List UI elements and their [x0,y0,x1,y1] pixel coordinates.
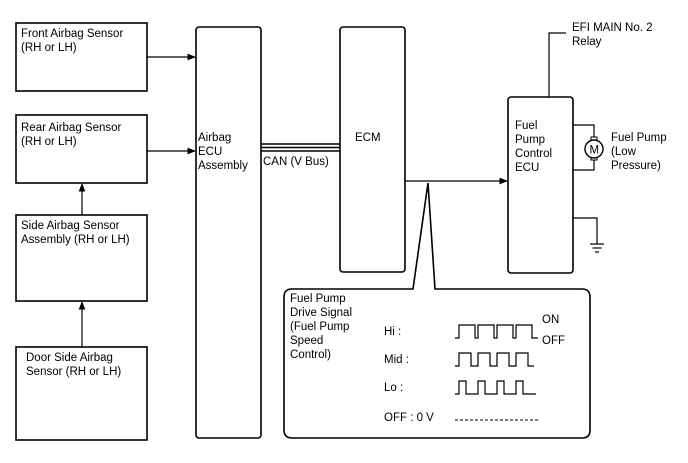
drive-signal-callout: Fuel Pump Drive Signal (Fuel Pump Speed … [283,182,591,439]
airbag-ecu-label-2: ECU [198,146,222,158]
callout-title-5: Control) [290,349,331,361]
hi-waveform [455,324,538,339]
door-side-airbag-sensor-label: Door Side Airbag [26,352,113,364]
lo-waveform [455,380,536,395]
fuel-pump-control-ecu-label-4: ECU [515,162,539,174]
callout-title-4: Speed [290,335,323,347]
side-airbag-sensor-box: Side Airbag Sensor Assembly (RH or LH) [15,214,148,302]
ground-icon [573,217,604,253]
rear-airbag-sensor-box: Rear Airbag Sensor (RH or LH) [15,114,148,184]
front-airbag-sensor-label: Front Airbag Sensor [21,28,123,40]
fuel-pump-motor: M [573,124,604,171]
mid-label: Mid : [384,354,409,366]
fuel-pump-control-ecu-label-1: Fuel [515,120,537,132]
fuel-pump-label-1: Fuel Pump [611,132,667,144]
fuel-pump-control-ecu-box: Fuel Pump Control ECU [507,96,574,274]
relay-label-1: EFI MAIN No. 2 [572,22,653,34]
callout-title-3: (Fuel Pump [290,321,349,333]
airbag-ecu-label-3: Assembly [198,160,248,172]
airbag-ecu-assembly-box: Airbag ECU Assembly [195,26,262,439]
side-airbag-sensor-sublabel: Assembly (RH or LH) [21,234,130,246]
motor-symbol: M [590,145,600,157]
side-airbag-sensor-label: Side Airbag Sensor [21,220,120,232]
rear-airbag-sensor-label: Rear Airbag Sensor [21,122,122,134]
callout-title-2: Drive Signal [290,307,352,319]
front-airbag-sensor-box: Front Airbag Sensor (RH or LH) [15,22,148,92]
mid-waveform [455,352,534,367]
can-bus-label: CAN (V Bus) [263,156,329,168]
off-label: OFF : 0 V [384,412,434,424]
lo-label: Lo : [384,382,403,394]
airbag-ecu-label-1: Airbag [198,132,231,144]
door-side-airbag-sensor-sublabel: Sensor (RH or LH) [26,366,121,378]
hi-label: Hi : [384,326,401,338]
fuel-pump-label-2: (Low [611,146,637,158]
relay-label-2: Relay [572,36,602,48]
relay-line [548,32,566,97]
ecm-box: ECM [339,26,406,273]
fuel-pump-control-ecu-label-2: Pump [515,134,545,146]
on-text: ON [542,314,559,326]
rear-airbag-sensor-sublabel: (RH or LH) [21,136,77,148]
fuel-pump-label-3: Pressure) [611,160,661,172]
door-side-airbag-sensor-box: Door Side Airbag Sensor (RH or LH) [15,346,148,441]
callout-title-1: Fuel Pump [290,293,346,305]
ecm-label: ECM [355,132,381,144]
off-text: OFF [542,335,565,347]
can-bus-lines [261,143,340,152]
fuel-pump-control-ecu-label-3: Control [515,148,552,160]
front-airbag-sensor-sublabel: (RH or LH) [21,42,77,54]
